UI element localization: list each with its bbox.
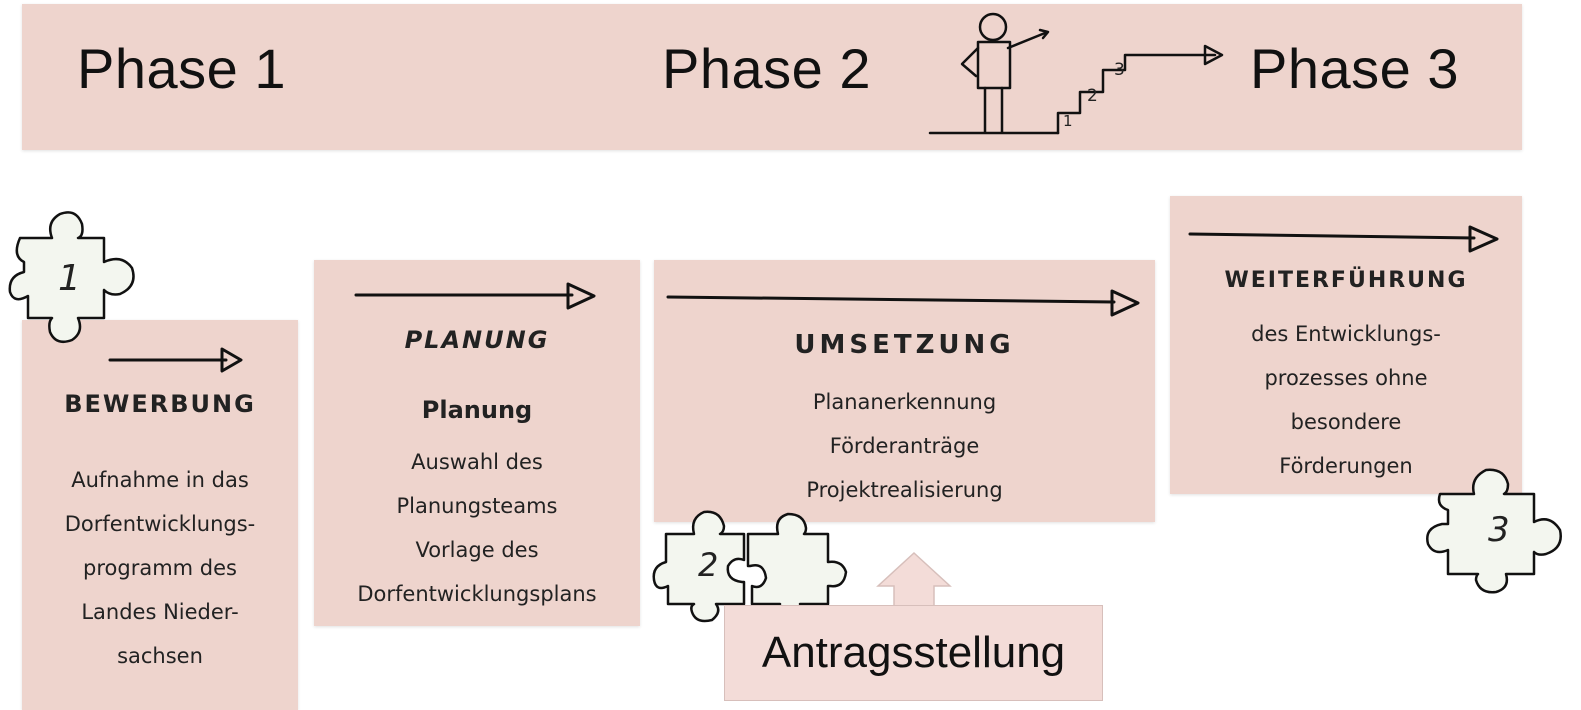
weiterfuehrung-line-4: Förderungen <box>1279 454 1413 478</box>
planung-line-1: Auswahl des <box>411 450 543 474</box>
planung-text: Auswahl des Planungsteams Vorlage des Do… <box>314 440 640 616</box>
planung-line-3: Vorlage des <box>415 538 539 562</box>
umsetzung-line-2: Förderanträge <box>829 434 980 458</box>
bewerbung-heading: BEWERBUNG <box>64 390 256 418</box>
planung-heading: PLANUNG <box>404 326 550 354</box>
weiterfuehrung-line-3: besondere <box>1290 410 1402 434</box>
phase-banner: Phase 1 Phase 2 Phase 3 <box>22 4 1522 150</box>
umsetzung-card <box>654 260 1155 522</box>
stick-figure-stairs-icon <box>928 12 1224 135</box>
weiterfuehrung-heading: WEITERFÜHRUNG <box>1224 268 1468 293</box>
bewerbung-line-3: programm des <box>83 556 237 580</box>
bewerbung-card <box>22 320 298 710</box>
puzzle-3-number: 3 <box>1488 510 1512 550</box>
bewerbung-line-1: Aufnahme in das <box>71 468 249 492</box>
bewerbung-text: Aufnahme in das Dorfentwicklungs- progra… <box>22 458 298 678</box>
umsetzung-text: Plananerkennung Förderanträge Projektrea… <box>654 380 1155 512</box>
umsetzung-heading: UMSETZUNG <box>794 330 1015 360</box>
planung-card <box>314 260 640 626</box>
puzzle-1-number: 1 <box>58 258 83 299</box>
bewerbung-line-4: Landes Nieder- <box>81 600 239 624</box>
planung-line-4: Dorfentwicklungsplans <box>357 582 597 606</box>
stair-step-3: 3 <box>1114 60 1127 80</box>
phase-1-label: Phase 1 <box>77 37 286 100</box>
weiterfuehrung-line-2: prozesses ohne <box>1264 366 1428 390</box>
umsetzung-line-3: Projektrealisierung <box>806 478 1003 502</box>
puzzle-piece-icon <box>8 211 135 343</box>
planung-subheading: Planung <box>421 396 533 424</box>
weiterfuehrung-text: des Entwicklungs- prozesses ohne besonde… <box>1170 312 1522 488</box>
bewerbung-line-2: Dorfentwicklungs- <box>64 512 256 536</box>
weiterfuehrung-card <box>1170 196 1522 494</box>
phase-3-label: Phase 3 <box>1250 37 1459 100</box>
umsetzung-line-1: Plananerkennung <box>812 390 997 414</box>
antragsstellung-box: Antragsstellung <box>724 605 1103 701</box>
weiterfuehrung-line-1: des Entwicklungs- <box>1251 322 1441 346</box>
antragsstellung-label: Antragsstellung <box>761 628 1066 677</box>
bewerbung-line-5: sachsen <box>117 644 203 668</box>
phase-2-label: Phase 2 <box>662 37 871 100</box>
stair-step-1: 1 <box>1063 112 1075 130</box>
stair-step-2: 2 <box>1087 86 1100 106</box>
planung-line-2: Planungsteams <box>396 494 558 518</box>
puzzle-2-number: 2 <box>698 546 721 584</box>
